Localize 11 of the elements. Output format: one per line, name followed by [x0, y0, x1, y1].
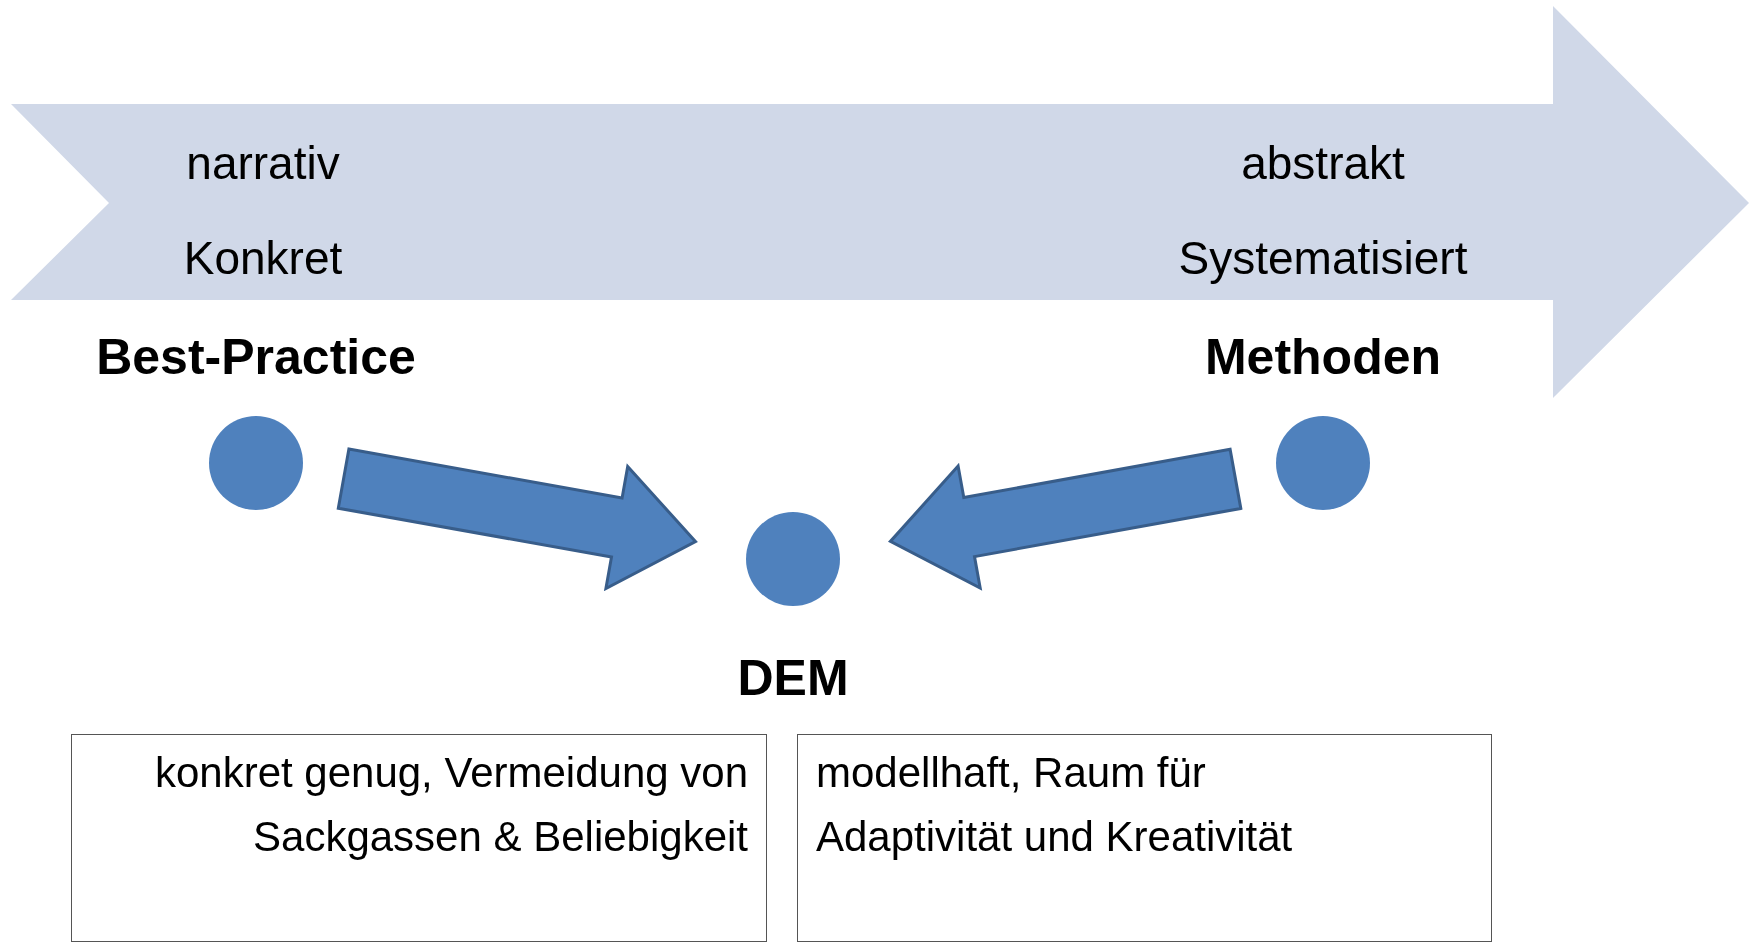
- band-text: Konkret: [183, 231, 343, 286]
- band-text: Systematisiert: [1178, 231, 1468, 286]
- block-arrow: [888, 447, 1243, 591]
- text-box: konkret genug, Vermeidung von Sackgassen & Beliebigkeit: [71, 734, 767, 942]
- block-arrow: [336, 447, 698, 592]
- node-label: Best-Practice: [95, 328, 417, 387]
- node-label: Methoden: [1203, 328, 1443, 387]
- node-label: DEM: [736, 649, 850, 708]
- band-text: abstrakt: [1241, 136, 1405, 191]
- text-box: modellhaft, Raum für Adaptivität und Kreativität: [797, 734, 1492, 942]
- band-text: narrativ: [186, 136, 340, 191]
